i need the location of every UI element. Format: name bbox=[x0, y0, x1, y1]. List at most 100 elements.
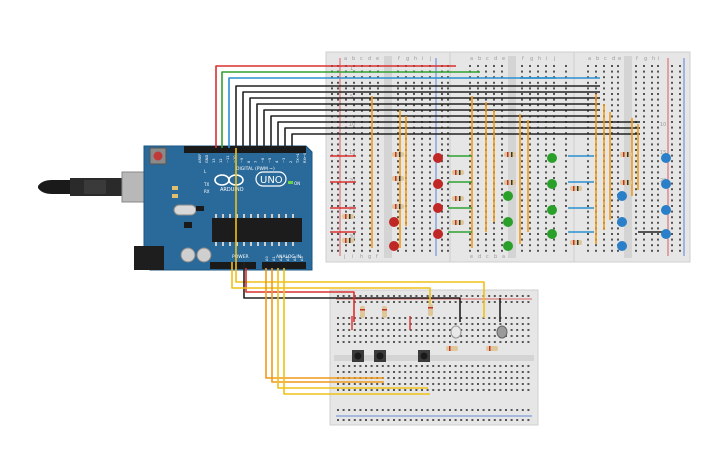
breadboard-hole bbox=[611, 177, 613, 179]
breadboard-hole bbox=[413, 188, 415, 191]
svg-text:i: i bbox=[546, 56, 547, 62]
breadboard-hole bbox=[337, 238, 339, 241]
wire-black bbox=[243, 262, 461, 322]
breadboard-hole bbox=[404, 377, 407, 379]
breadboard-hole bbox=[521, 323, 524, 325]
breadboard-hole bbox=[617, 137, 619, 140]
breadboard-hole bbox=[516, 301, 519, 303]
breadboard-hole bbox=[469, 205, 471, 207]
breadboard-hole bbox=[441, 193, 443, 196]
breadboard-hole bbox=[337, 221, 339, 224]
led-green bbox=[547, 179, 557, 189]
breadboard-hole bbox=[421, 329, 423, 331]
leds-blue bbox=[617, 153, 671, 251]
breadboard-hole bbox=[595, 70, 597, 73]
breadboard-hole bbox=[657, 154, 659, 157]
breadboard-hole bbox=[447, 149, 449, 151]
breadboard-hole bbox=[353, 165, 355, 168]
breadboard-hole bbox=[505, 409, 507, 411]
breadboard-hole bbox=[441, 199, 443, 202]
breadboard-hole bbox=[521, 419, 524, 421]
breadboard-hole bbox=[387, 389, 390, 391]
breadboard-hole bbox=[413, 177, 415, 179]
svg-text:a: a bbox=[588, 56, 591, 62]
breadboard-hole bbox=[370, 371, 373, 373]
breadboard-hole bbox=[465, 317, 468, 319]
breadboard-hole bbox=[521, 335, 524, 337]
breadboard-hole bbox=[679, 199, 681, 202]
breadboard-hole bbox=[460, 419, 463, 421]
breadboard-hole bbox=[635, 81, 637, 84]
breadboard-hole bbox=[369, 81, 371, 84]
breadboard-hole bbox=[643, 188, 645, 191]
breadboard-hole bbox=[381, 329, 384, 331]
breadboard-hole bbox=[441, 87, 443, 90]
breadboard-hole bbox=[404, 371, 407, 373]
breadboard-hole bbox=[477, 335, 479, 337]
breadboard-hole bbox=[537, 87, 539, 90]
breadboard-hole bbox=[477, 409, 479, 411]
breadboard-hole bbox=[565, 93, 567, 95]
svg-text:~5: ~5 bbox=[268, 158, 272, 163]
breadboard-hole bbox=[469, 160, 471, 163]
breadboard-hole bbox=[477, 193, 479, 196]
led-red bbox=[433, 203, 443, 213]
board-name: UNO bbox=[260, 175, 283, 186]
breadboard-hole bbox=[501, 210, 503, 213]
breadboard-hole bbox=[521, 249, 523, 252]
svg-text:f: f bbox=[376, 254, 378, 260]
breadboard-hole bbox=[587, 98, 589, 101]
breadboard-hole bbox=[369, 205, 371, 207]
breadboard-hole bbox=[337, 143, 339, 146]
breadboard-hole bbox=[565, 249, 567, 252]
breadboard-hole bbox=[635, 238, 637, 241]
breadboard-hole bbox=[348, 371, 351, 373]
breadboard-hole bbox=[421, 143, 423, 146]
breadboard-hole bbox=[447, 188, 449, 191]
short-jumpers bbox=[330, 155, 664, 233]
breadboard-hole bbox=[398, 409, 401, 411]
leds-green bbox=[503, 153, 557, 251]
breadboard-hole bbox=[404, 317, 407, 319]
breadboard-hole bbox=[353, 221, 355, 224]
svg-text:1: 1 bbox=[350, 66, 353, 72]
breadboard-hole bbox=[393, 383, 395, 385]
breadboard-hole bbox=[553, 177, 555, 179]
breadboard-hole bbox=[421, 177, 423, 179]
breadboard-hole bbox=[397, 249, 399, 252]
breadboard-hole bbox=[369, 210, 371, 213]
breadboard-hole bbox=[545, 104, 547, 107]
breadboard-hole bbox=[529, 199, 531, 202]
breadboard-hole bbox=[635, 154, 637, 157]
power-label: POWER bbox=[232, 254, 249, 260]
breadboard-hole bbox=[587, 160, 589, 163]
breadboard-hole bbox=[529, 93, 531, 95]
wire-black bbox=[249, 97, 600, 148]
breadboard-hole bbox=[331, 244, 333, 247]
breadboard-hole bbox=[611, 210, 613, 213]
breadboard-hole bbox=[657, 149, 659, 151]
breadboard-hole bbox=[553, 249, 555, 252]
breadboard-hole bbox=[485, 81, 487, 84]
svg-text:h: h bbox=[652, 56, 655, 62]
breadboard-hole bbox=[348, 389, 351, 391]
breadboard-hole bbox=[565, 188, 567, 191]
breadboard-hole bbox=[501, 238, 503, 241]
breadboard-hole bbox=[398, 419, 401, 421]
led-red bbox=[433, 229, 443, 239]
breadboard-hole bbox=[421, 216, 423, 219]
resistor bbox=[620, 180, 632, 185]
svg-text:A1: A1 bbox=[272, 256, 276, 261]
breadboard-hole bbox=[635, 87, 637, 90]
breadboard-hole bbox=[369, 199, 371, 202]
usb-cable bbox=[38, 171, 147, 203]
breadboard-hole bbox=[521, 221, 523, 224]
breadboard-hole bbox=[477, 341, 479, 343]
breadboard-hole bbox=[353, 149, 355, 151]
breadboard-hole bbox=[469, 137, 471, 140]
breadboard-hole bbox=[469, 233, 471, 235]
breadboard-hole bbox=[432, 317, 435, 319]
breadboard-hole bbox=[443, 323, 446, 325]
chip-pins bbox=[215, 214, 294, 246]
breadboard-hole bbox=[398, 365, 401, 367]
